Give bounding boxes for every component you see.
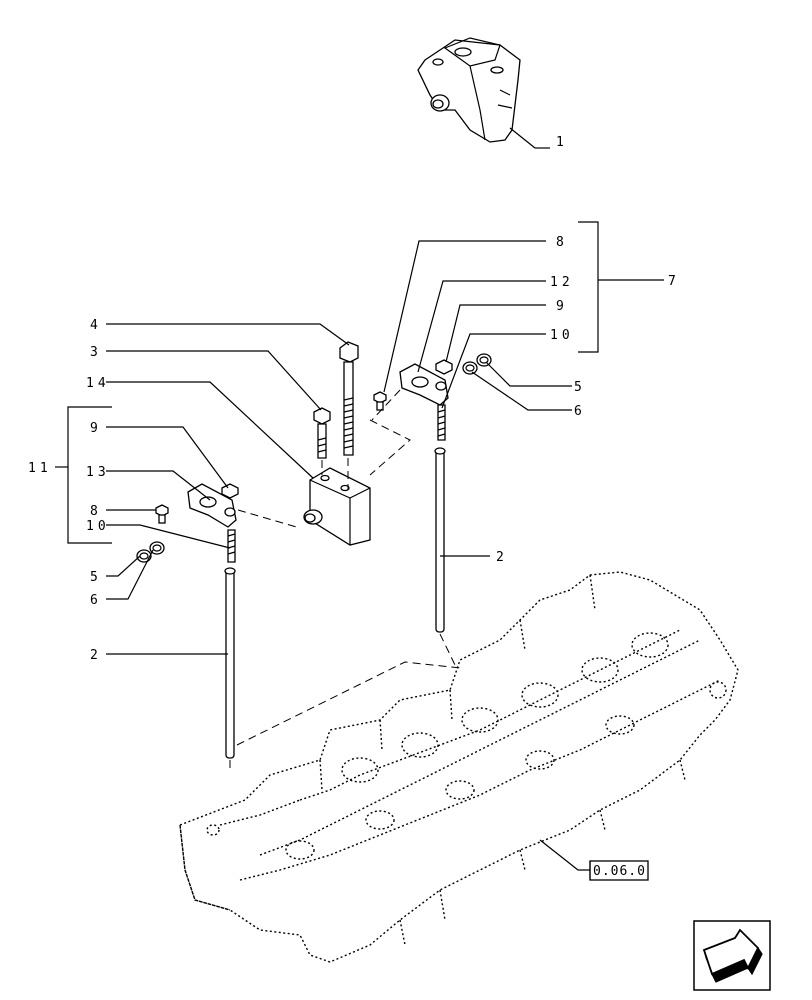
callout-9-right: 9	[556, 299, 564, 314]
callout-8-right: 8	[556, 235, 564, 250]
callout-6-left: 6	[90, 593, 98, 608]
rings-left-part-5-6	[136, 541, 165, 563]
rocker-support-part-1	[417, 37, 550, 149]
callout-5-right: 5	[574, 380, 582, 395]
cylinder-head	[179, 571, 739, 963]
screw-left-part-8	[155, 504, 169, 524]
callout-14: 14	[86, 376, 110, 391]
rocker-arm-left-part-13	[187, 483, 239, 528]
bolt-part-3	[313, 407, 331, 475]
callout-10-right: 10	[550, 328, 574, 343]
callout-8-left: 8	[90, 504, 98, 519]
callout-13: 13	[86, 465, 110, 480]
callout-4: 4	[90, 318, 98, 333]
callout-7: 7	[668, 274, 676, 289]
adjusting-screw-right	[437, 404, 446, 441]
bolt-part-4	[339, 341, 359, 490]
rings-right-part-5-6	[462, 353, 492, 375]
callout-2-left: 2	[90, 648, 98, 663]
callout-6-right: 6	[574, 404, 582, 419]
bracket-part-14	[303, 467, 371, 546]
callout-9-left: 9	[90, 421, 98, 436]
screw-right-part-8	[373, 391, 387, 411]
next-page-arrow-icon[interactable]	[693, 920, 771, 991]
callout-11: 11	[28, 461, 52, 476]
callout-1: 1	[556, 135, 564, 150]
push-rod-left-part-2	[224, 567, 236, 768]
callout-12: 12	[550, 275, 574, 290]
push-rod-right-part-2	[434, 447, 456, 666]
reference-label[interactable]: 0.06.0	[593, 864, 646, 879]
rocker-arm-right-part-12	[399, 359, 453, 406]
callout-10-left: 10	[86, 519, 110, 534]
callout-2-right: 2	[496, 550, 504, 565]
callout-5-left: 5	[90, 570, 98, 585]
reference-box[interactable]: 0.06.0	[589, 860, 649, 881]
callout-3: 3	[90, 345, 98, 360]
adjusting-screw-left	[227, 529, 236, 563]
